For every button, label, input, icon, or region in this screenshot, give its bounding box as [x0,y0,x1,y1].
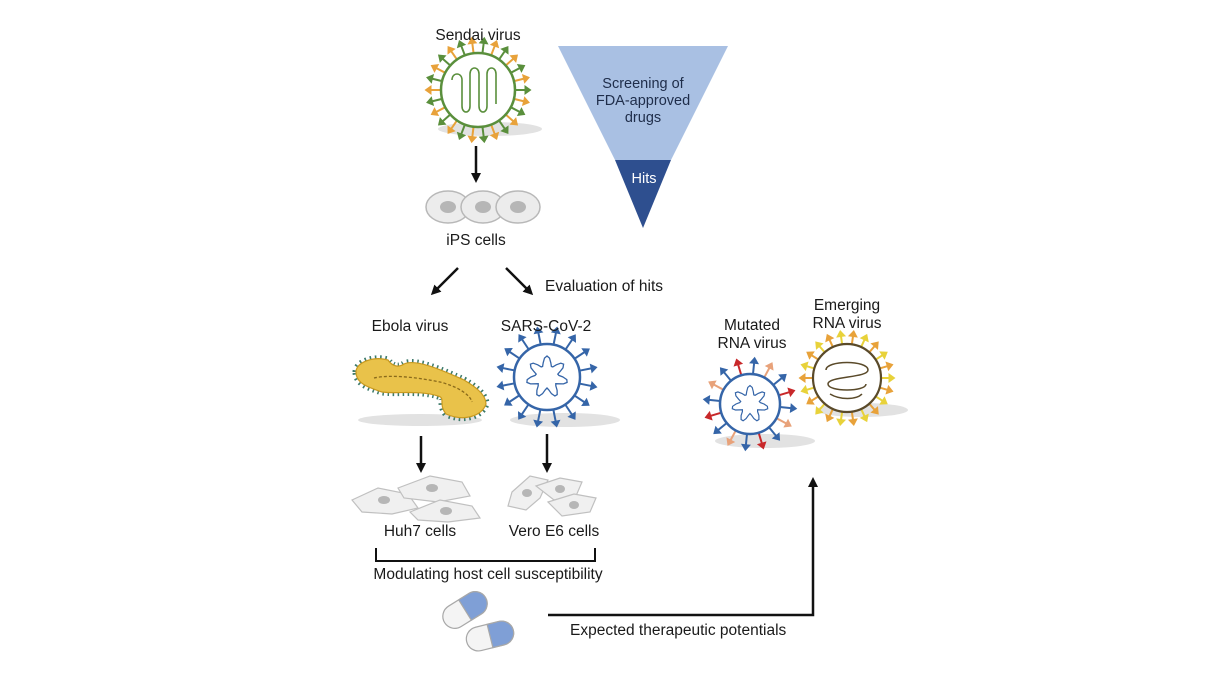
ips-cells-label: iPS cells [446,232,506,249]
sendai-virus-label: Sendai virus [435,27,521,44]
evaluation-of-hits-label: Evaluation of hits [545,278,664,295]
screening-label: Screening of FDA-approved drugs [578,76,708,127]
sendai-virus-illustration [424,36,542,144]
hits-label: Hits [631,171,657,187]
ips-cells-illustration [425,190,541,224]
modulating-host-cell-label: Modulating host cell susceptibility [373,566,603,583]
mutated-label-line2: RNA virus [717,335,787,352]
vero-e6-cells-illustration [507,475,597,517]
emerging-label-line2: RNA virus [812,315,882,332]
emerging-rna-virus-illustration [798,329,908,427]
vero-e6-cells-label: Vero E6 cells [508,523,600,540]
arrow-ips-to-ebola [430,267,459,296]
huh7-cells-illustration [351,475,482,523]
mutated-rna-virus-illustration [702,356,815,452]
emerging-label-line1: Emerging [813,297,881,314]
sars-cov-2-illustration [496,326,620,428]
screening-label-line1: Screening of [602,76,684,92]
ebola-virus-illustration [352,355,490,426]
expected-therapeutic-label: Expected therapeutic potentials [570,622,787,639]
huh7-cells-label: Huh7 cells [383,523,457,540]
ebola-virus-label: Ebola virus [371,318,449,335]
mutated-label-line1: Mutated [723,317,780,334]
screening-funnel [558,46,728,228]
emerging-rna-virus-label: Emerging RNA virus [813,297,882,333]
bracket [375,548,596,562]
arrow-to-rna-viruses [548,477,818,617]
drug-capsules-illustration [442,591,515,652]
sars-cov-2-label: SARS-CoV-2 [500,318,592,335]
screening-label-line2: FDA-approved drugs [595,93,691,126]
mutated-rna-virus-label: Mutated RNA virus [718,317,787,353]
arrow-ips-to-sars [505,267,534,296]
